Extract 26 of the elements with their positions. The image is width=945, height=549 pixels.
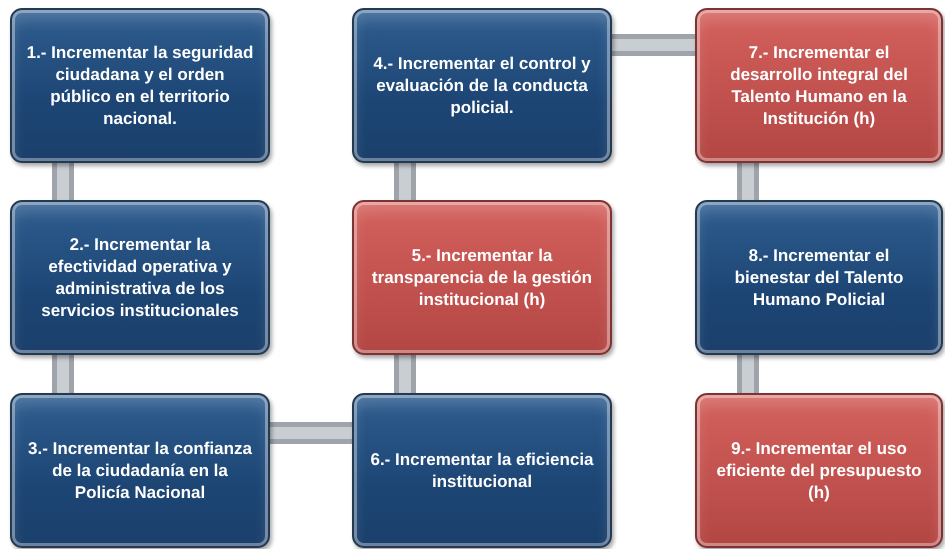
objective-box — [695, 200, 943, 355]
connector-bar — [270, 422, 352, 444]
objective-box — [10, 393, 270, 548]
objective-box — [10, 200, 270, 355]
objective-box — [352, 393, 612, 548]
connector-bar — [52, 163, 74, 200]
objective-text: 5.- Incrementar la transparencia de la gestión institucional (h) — [370, 244, 594, 310]
objective-box — [352, 200, 612, 355]
objective-text: 7.- Incrementar el desarrollo integral del Talento Humano en la Institución (h) — [729, 42, 909, 130]
objective-text: 3.- Incrementar la confianza de la ciudadanía en la Policía Nacional — [27, 438, 253, 504]
objective-box — [695, 393, 943, 548]
objective-text: 9.- Incrementar el uso eficiente del presupuesto (h) — [716, 438, 922, 504]
objective-box — [352, 8, 612, 163]
objective-text: 2.- Incrementar la efectividad operativa y administrativa de los servicios institucionales — [40, 234, 240, 322]
connector-bar — [394, 355, 416, 393]
connector-bar — [394, 163, 416, 200]
connector-bar — [612, 34, 695, 56]
objective-box — [10, 8, 270, 163]
objective-text: 4.- Incrementar el control y evaluación de la conducta policial. — [372, 52, 592, 118]
connector-bar — [52, 355, 74, 393]
connector-bar — [737, 355, 759, 393]
objective-box — [695, 8, 943, 163]
connector-bar — [737, 163, 759, 200]
objective-text: 6.- Incrementar la eficiencia institucional — [370, 448, 594, 492]
objective-text: 1.- Incrementar la seguridad ciudadana y el orden público en el territorio nacional. — [26, 42, 254, 130]
objective-text: 8.- Incrementar el bienestar del Talento Humano Policial — [734, 244, 904, 310]
